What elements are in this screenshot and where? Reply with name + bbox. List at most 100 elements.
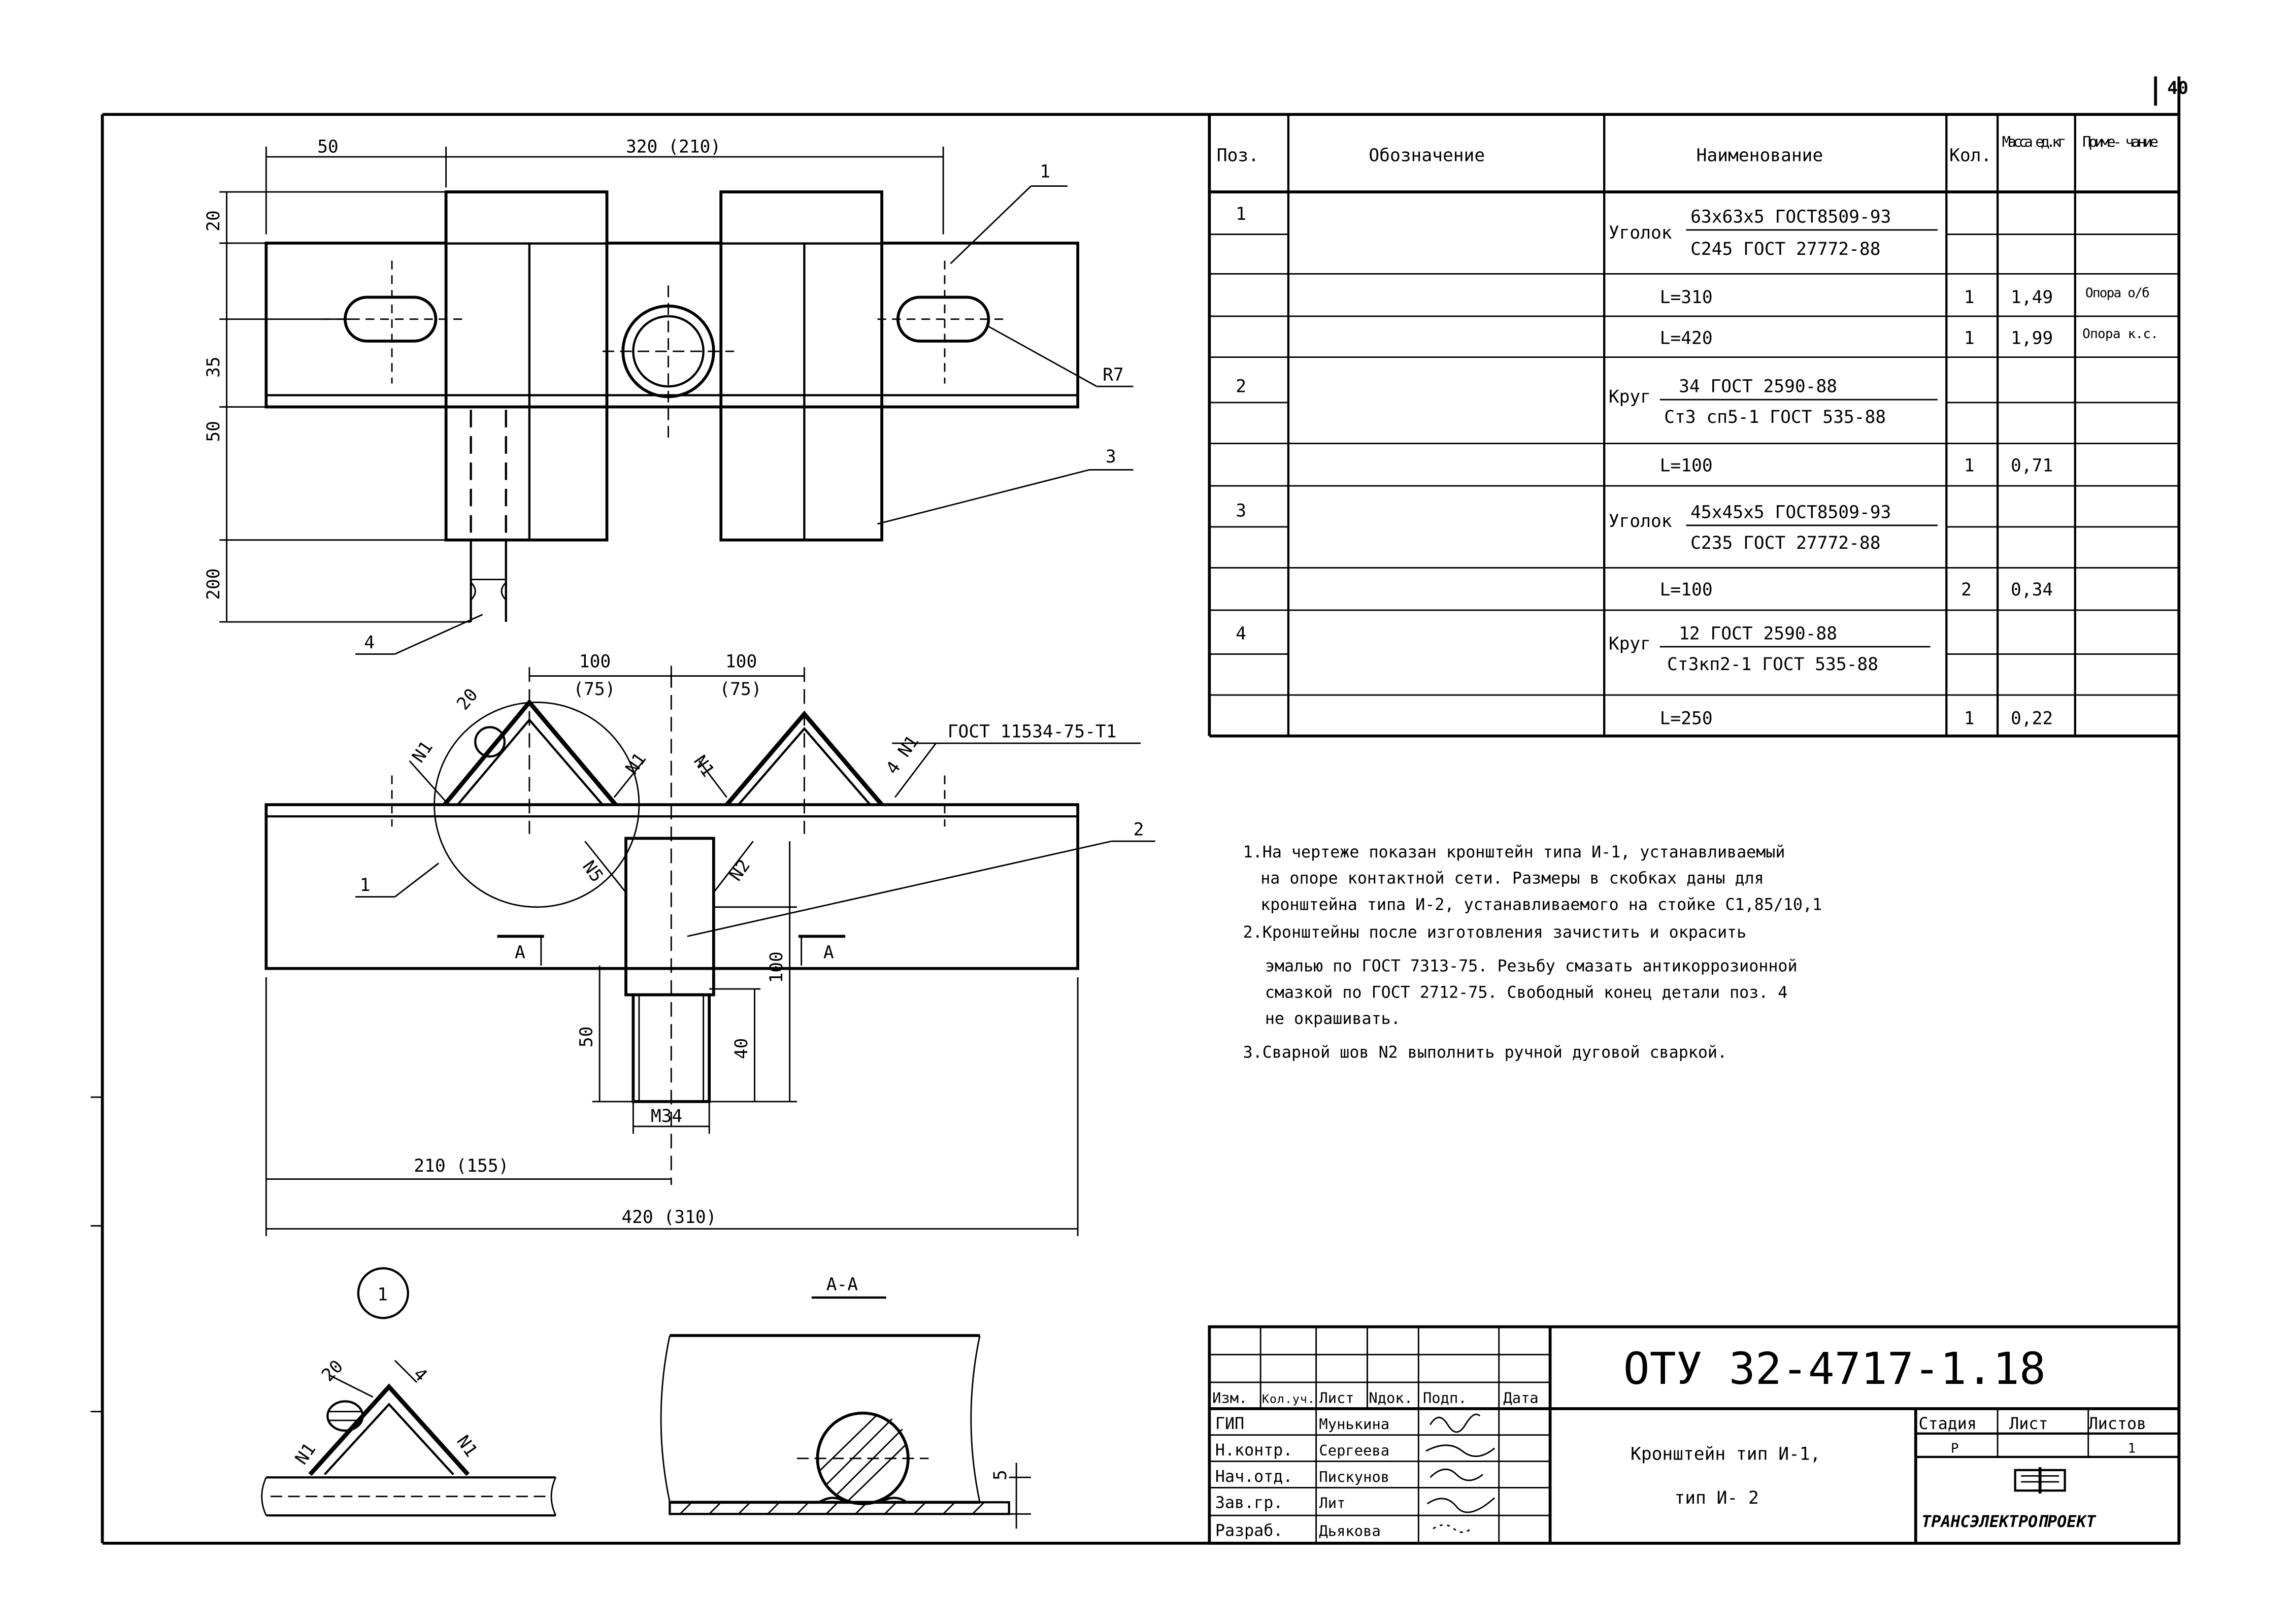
callout-2: 2 (1134, 820, 1144, 840)
detail-callout: 1 (377, 1285, 388, 1305)
title-line-1: Кронштейн тип И-1, (1631, 1444, 1820, 1465)
weld-n1-c: N1 (689, 752, 718, 781)
note-line: 3.Сварной шов N2 выполнить ручной дугово… (1243, 1043, 1727, 1062)
dim-75b: (75) (719, 679, 761, 700)
hdr-designation: Обозначение (1369, 146, 1485, 166)
plan-dims: 50 320 (210) 20 35 50 200 R7 1 3 4 (204, 137, 1124, 653)
col-izm: Изм. (1212, 1389, 1247, 1406)
plan-view (219, 146, 1134, 655)
section-view (660, 1296, 1031, 1529)
dim-100-v: 100 (767, 951, 787, 983)
dim-20: 20 (204, 210, 224, 231)
row2-qty: 1 (1964, 287, 1975, 308)
note-line: на опоре контактной сети. Размеры в скоб… (1260, 870, 1764, 888)
callout-1-front: 1 (360, 875, 371, 896)
note-line: 2.Кронштейны после изготовления зачистит… (1243, 923, 1747, 942)
name-nkontr: Сергеева (1319, 1442, 1389, 1459)
sheet-header: Лист (2009, 1415, 2048, 1433)
title-block-text: ОТУ 32-4717-1.18 Кронштейн тип И-1, тип … (1212, 1344, 2146, 1540)
row4-prefix: Круг (1609, 387, 1651, 407)
row3-qty: 1 (1964, 328, 1975, 349)
notes: 1.На чертеже показан кронштейн типа И-1,… (1243, 843, 1822, 1062)
row3-mass: 1,99 (2011, 328, 2053, 349)
row8-pos: 4 (1236, 624, 1246, 644)
col-ndok: Nдок. (1369, 1389, 1413, 1406)
dim-100a: 100 (579, 651, 611, 672)
row1-top: 63x63x5 ГОСТ8509-93 (1690, 207, 1891, 227)
dim-320: 320 (210) (626, 137, 721, 157)
dim-40-v: 40 (732, 1038, 752, 1059)
role-nachotd: Нач.отд. (1215, 1468, 1293, 1486)
row1-pos: 1 (1236, 204, 1246, 224)
stage-value: Р (1951, 1441, 1959, 1456)
name-razrab: Дьякова (1319, 1522, 1380, 1539)
row5-qty: 1 (1964, 455, 1975, 476)
hdr-mass: Масса ед.кг (2002, 133, 2067, 150)
col-data: Дата (1503, 1389, 1538, 1406)
col-kolich: Кол.уч. (1262, 1393, 1315, 1406)
doc-code: ОТУ 32-4717-1.18 (1623, 1344, 2046, 1395)
gost-label: ГОСТ 11534-75-Т1 (948, 722, 1117, 742)
row5-length: L=100 (1660, 455, 1713, 476)
name-gip: Мунькина (1319, 1415, 1389, 1433)
dim-420: 420 (310) (621, 1207, 716, 1228)
front-view (264, 666, 1155, 1236)
dim-50: 50 (317, 137, 339, 157)
row7-length: L=100 (1660, 580, 1713, 600)
row2-note: Опора о/б (2085, 285, 2150, 301)
row3-length: L=420 (1660, 328, 1713, 349)
row1-prefix: Уголок (1609, 223, 1672, 243)
section-dim-5: 5 (990, 1470, 1011, 1480)
callout-1: 1 (1040, 161, 1050, 182)
weld-n1-d: 4 N1 (882, 732, 923, 778)
callout-3: 3 (1106, 447, 1116, 467)
dim-50-v: 50 (577, 1026, 597, 1048)
page-number: 40 (2167, 78, 2188, 98)
detail-view (261, 1267, 556, 1517)
thread-m34: М34 (651, 1106, 682, 1126)
hdr-qty: Кол. (1949, 146, 1991, 166)
front-dims: 100 (75) 100 (75) 20 N1 N1 N1 4 N1 N5 N2… (360, 651, 1144, 1228)
row7-mass: 0,34 (2011, 580, 2053, 600)
callout-4: 4 (364, 633, 375, 653)
role-nkontr: Н.контр. (1215, 1441, 1293, 1460)
col-list: Лист (1319, 1389, 1354, 1406)
row4-top: 34 ГОСТ 2590-88 (1679, 377, 1837, 397)
note-line: не окрашивать. (1265, 1010, 1401, 1028)
row3-note: Опора к.с. (2082, 326, 2158, 342)
label-r7: R7 (1103, 365, 1124, 385)
note-line: кронштейна типа И-2, устанавливаемого на… (1260, 896, 1822, 914)
sheets-value: 1 (2128, 1441, 2136, 1456)
section-a-left: А (515, 943, 525, 963)
row6-prefix: Уголок (1609, 511, 1672, 532)
row8-bottom: Ст3кп2-1 ГОСТ 535-88 (1667, 654, 1878, 675)
row9-mass: 0,22 (2011, 709, 2053, 729)
detail-n1-a: N1 (291, 1439, 320, 1468)
row2-length: L=310 (1660, 287, 1713, 308)
dim-20-front: 20 (453, 685, 482, 714)
frame (101, 76, 2181, 1545)
row1-bottom: С245 ГОСТ 27772-88 (1690, 239, 1880, 259)
row7-qty: 2 (1961, 580, 1972, 600)
row6-bottom: С235 ГОСТ 27772-88 (1690, 533, 1880, 553)
dim-50v: 50 (204, 421, 224, 442)
hdr-note: Приме- чание (2082, 133, 2158, 150)
row4-pos: 2 (1236, 377, 1246, 397)
title-line-2: тип И- 2 (1674, 1488, 1758, 1508)
row8-top: 12 ГОСТ 2590-88 (1679, 624, 1837, 644)
detail-dims: 1 20 4 N1 N1 (291, 1285, 481, 1469)
margin-ticks (90, 1096, 103, 1413)
role-zavgr: Зав.гр. (1215, 1494, 1283, 1512)
dim-210: 210 (155) (414, 1156, 509, 1176)
sheets-header: Листов (2088, 1415, 2146, 1433)
note-line: эмалью по ГОСТ 7313-75. Резьбу смазать а… (1265, 957, 1798, 976)
row6-top: 45x45x5 ГОСТ8509-93 (1690, 502, 1891, 522)
name-nachotd: Пискунов (1319, 1468, 1389, 1485)
dim-35: 35 (204, 356, 224, 378)
stage-header: Стадия (1919, 1415, 1977, 1433)
hdr-pos: Поз. (1217, 146, 1259, 166)
section-dims: А-А 5 (826, 1275, 1011, 1480)
title-block (1208, 1325, 2181, 1545)
col-podp: Подп. (1423, 1389, 1467, 1406)
